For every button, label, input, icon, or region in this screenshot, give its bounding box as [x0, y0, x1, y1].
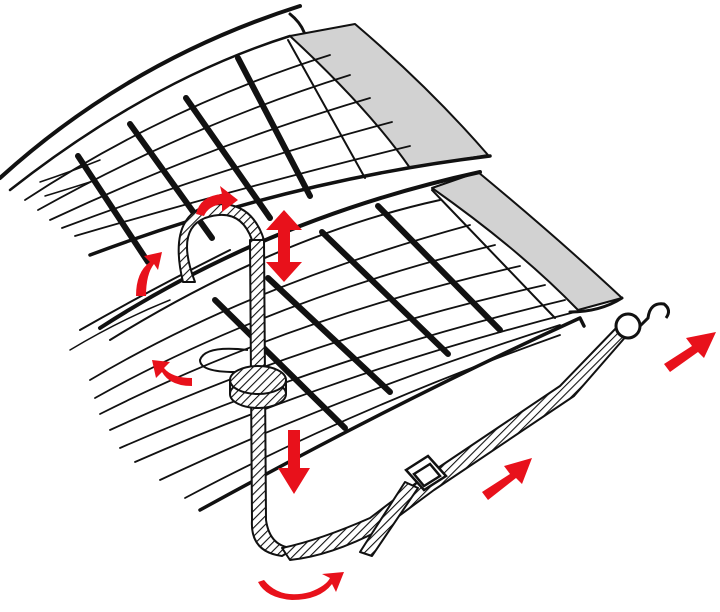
upper-wing-panel — [0, 4, 492, 265]
double-arrow-vertical — [266, 210, 302, 282]
end-ring-hook — [614, 302, 671, 340]
upper-leading-edge — [0, 4, 302, 180]
strap-loop-ring — [229, 365, 287, 409]
arrow-down — [278, 430, 310, 494]
strap-buckle — [404, 454, 448, 492]
curved-arrow-left — [152, 360, 192, 386]
hold-down-strap — [177, 203, 629, 561]
curved-arrow-top — [196, 186, 238, 216]
strap-lower-loop — [199, 347, 249, 373]
curved-arrow-left-up — [136, 252, 162, 296]
lower-wing-panel — [69, 170, 624, 512]
motion-arrows — [136, 186, 716, 600]
upper-trailing-edge — [88, 154, 492, 257]
curved-arrow-bottom — [258, 572, 344, 600]
arrow-diagonal-mid — [482, 458, 532, 500]
strap-tail — [359, 481, 419, 557]
arrow-diagonal-right — [664, 332, 716, 372]
